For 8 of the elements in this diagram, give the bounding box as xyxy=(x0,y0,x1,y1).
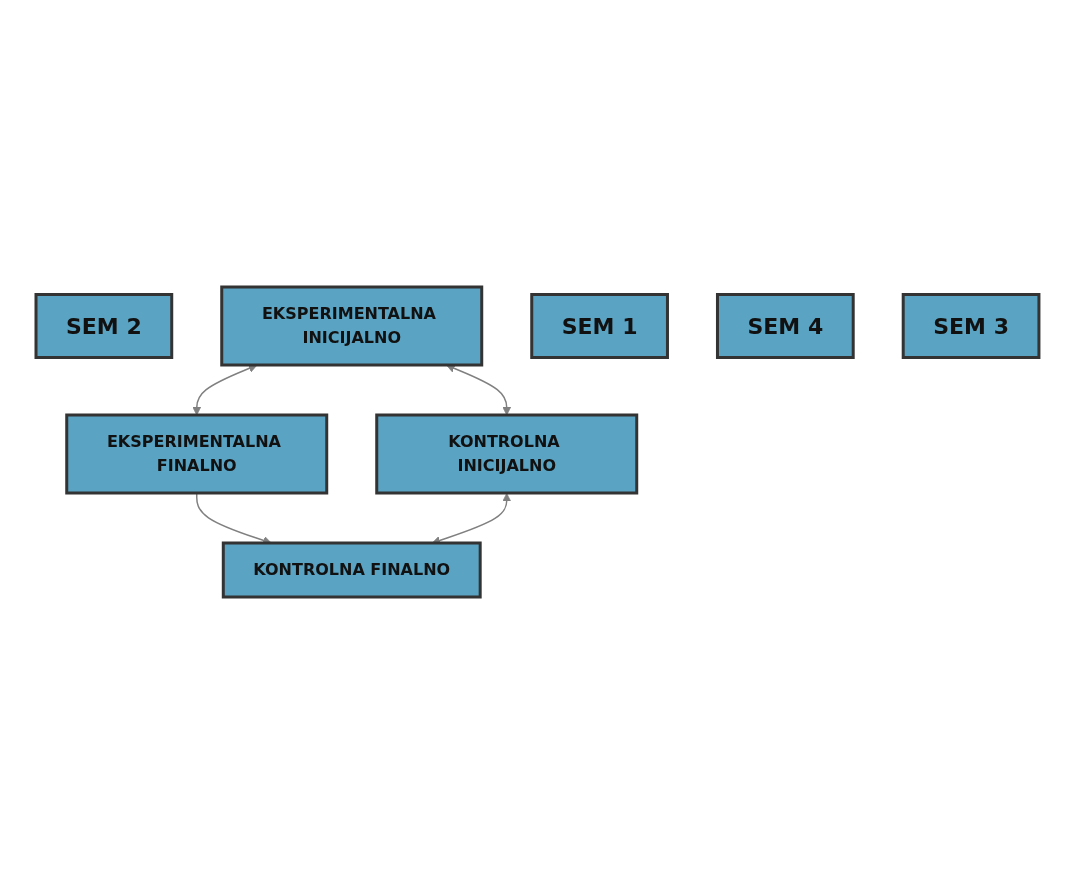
node-box: SEM 4 xyxy=(715,293,855,359)
node-box: SEM 2 xyxy=(34,293,173,359)
node-box: SEM 3 xyxy=(901,293,1040,359)
node-box: SEM 1 xyxy=(529,293,669,359)
node-box: EKSPERIMENTALNA FINALNO xyxy=(64,413,328,495)
node-box: KONTROLNA FINALNO xyxy=(221,541,482,599)
node-box: EKSPERIMENTALNA INICIJALNO xyxy=(219,285,483,367)
node-box: KONTROLNA INICIJALNO xyxy=(374,413,638,495)
